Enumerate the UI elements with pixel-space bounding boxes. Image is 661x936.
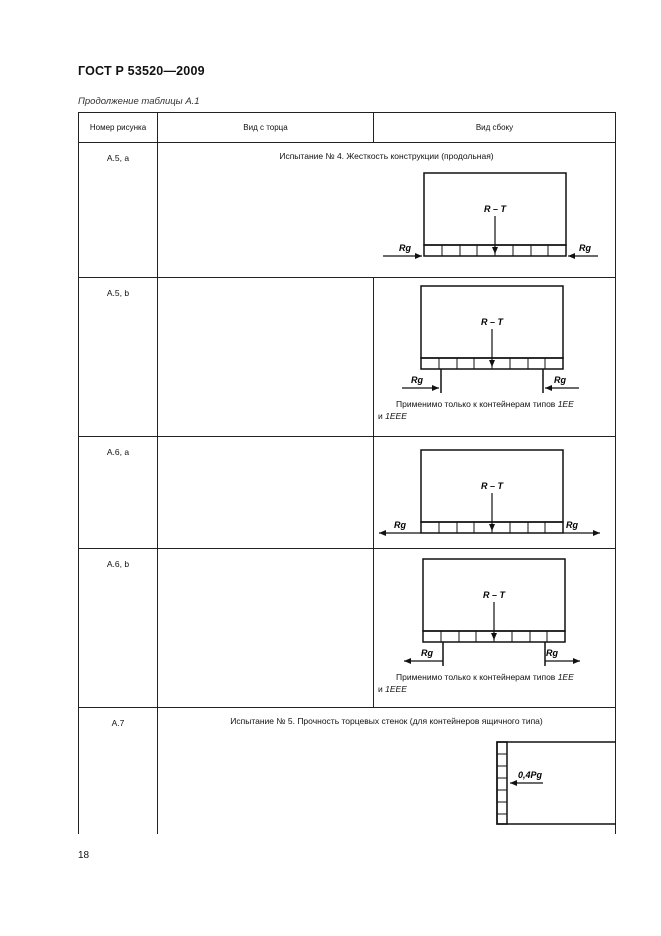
end-view-cell (157, 436, 374, 549)
right-force-label: Rg (579, 243, 591, 253)
note-type-1: 1ЕЕ (557, 399, 574, 409)
header-side-view: Вид сбоку (373, 112, 616, 143)
data-table: Номер рисунка Вид с торца Вид сбоку А.5,… (78, 112, 616, 834)
figure-number: А.6, b (78, 548, 158, 708)
figure-a5a: R – T Rg Rg (383, 172, 598, 259)
right-force-label: Rg (554, 375, 566, 385)
note-type-2: 1ЕЕЕ (385, 684, 407, 694)
note-type-1: 1ЕЕ (557, 672, 574, 682)
load-label: R – T (481, 481, 505, 491)
left-force-label: Rg (421, 648, 433, 658)
right-force-label: Rg (566, 520, 578, 530)
side-view-cell: R – T Rg Rg (373, 436, 616, 549)
table-caption: Продолжение таблицы А.1 (78, 96, 200, 107)
figure-a6a: R – T Rg Rg (379, 449, 600, 536)
figure-a5b: R – T Rg Rg (402, 285, 579, 393)
table-header-row: Номер рисунка Вид с торца Вид сбоку (78, 112, 616, 143)
figure-number: А.5, b (78, 277, 158, 437)
figure-number: А.7 (78, 707, 158, 834)
figure-a7: 0,4Pg (496, 741, 616, 825)
note-conj: и (378, 684, 383, 694)
figure-number: А.5, а (78, 142, 158, 278)
table-row: А.6, b R (78, 548, 616, 708)
note-conj: и (378, 411, 383, 421)
document-title: ГОСТ Р 53520—2009 (78, 64, 205, 78)
end-view-cell (157, 277, 374, 437)
right-force-label: Rg (546, 648, 558, 658)
page-number: 18 (78, 850, 90, 861)
note-type-2: 1ЕЕЕ (385, 411, 407, 421)
load-label: R – T (481, 317, 505, 327)
load-label: 0,4Pg (518, 770, 543, 780)
side-view-cell: R – T Rg Rg Применимо только к контейнер… (373, 277, 616, 437)
table-row: А.7 Испытание № 5. Прочность торцевых ст… (78, 707, 616, 834)
figure-number: А.6, а (78, 436, 158, 549)
note-text: Применимо только к контейнерам типов (396, 399, 556, 409)
row-content: Испытание № 4. Жесткость конструкции (пр… (157, 142, 616, 278)
end-view-cell (157, 548, 374, 708)
row-content: Испытание № 5. Прочность торцевых стенок… (157, 707, 616, 834)
side-view-cell: R – T Rg Rg Применимо только к контейнер… (373, 548, 616, 708)
load-label: R – T (483, 590, 507, 600)
table-row: А.5, b R (78, 277, 616, 437)
applicability-note: Применимо только к контейнерам типов 1ЕЕ… (374, 398, 615, 422)
end-wall (496, 741, 508, 825)
table-row: А.5, а Испытание № 4. Жесткость конструк… (78, 142, 616, 278)
left-force-label: Rg (399, 243, 411, 253)
test-label: Испытание № 4. Жесткость конструкции (пр… (279, 151, 494, 161)
note-text: Применимо только к контейнерам типов (396, 672, 556, 682)
applicability-note: Применимо только к контейнерам типов 1ЕЕ… (374, 671, 615, 695)
left-force-label: Rg (411, 375, 423, 385)
left-force-label: Rg (394, 520, 406, 530)
table-row: А.6, а R (78, 436, 616, 549)
figure-a6b: R – T Rg Rg (404, 558, 580, 666)
header-end-view: Вид с торца (157, 112, 374, 143)
test-label: Испытание № 5. Прочность торцевых стенок… (230, 716, 543, 726)
header-figure-number: Номер рисунка (78, 112, 158, 143)
load-label: R – T (484, 204, 508, 214)
